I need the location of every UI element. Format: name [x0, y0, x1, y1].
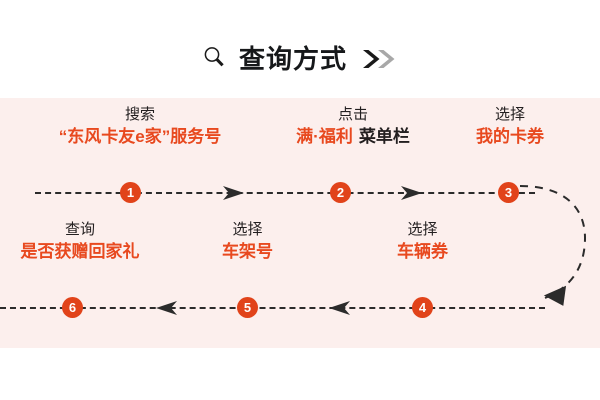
- step-badge-6[interactable]: 6: [62, 297, 83, 318]
- step-1-main: “东风卡友e家”服务号: [58, 126, 222, 146]
- step-4-label: 选择 车辆券: [350, 221, 495, 262]
- flow-panel: [0, 98, 600, 348]
- step-badge-1[interactable]: 1: [120, 182, 141, 203]
- row-1-arrow-2-icon: [400, 183, 426, 208]
- page-title-text: 查询方式: [238, 44, 347, 74]
- row-1-arrow-1-icon: [222, 183, 248, 208]
- step-1-label: 搜索 “东风卡友e家”服务号: [20, 106, 260, 147]
- page-title: 查询方式: [0, 36, 600, 82]
- step-3-main: 我的卡券: [476, 126, 544, 146]
- step-3-label: 选择 我的卡券: [435, 106, 585, 147]
- flow-row-1: 搜索 “东风卡友e家”服务号 点击 满·福利菜单栏 选择 我的卡券 1 2 3: [0, 104, 600, 214]
- step-2-main: 满·福利菜单栏: [296, 126, 410, 146]
- magnifier-icon: [201, 44, 227, 75]
- flow-row-2: 查询 是否获赠回家礼 选择 车架号 选择 车辆券 6 5 4: [0, 219, 600, 329]
- step-6-label: 查询 是否获赠回家礼: [0, 221, 170, 262]
- row-1-connector: [35, 192, 535, 196]
- step-badge-4[interactable]: 4: [412, 297, 433, 318]
- row-2-arrow-2-icon: [325, 298, 351, 323]
- step-5-label: 选择 车架号: [175, 221, 320, 262]
- row-2-arrow-1-icon: [152, 298, 178, 323]
- step-badge-3[interactable]: 3: [498, 182, 519, 203]
- step-6-main: 是否获赠回家礼: [20, 241, 140, 261]
- step-5-main: 车架号: [222, 241, 273, 261]
- step-badge-2[interactable]: 2: [330, 182, 351, 203]
- step-badge-5[interactable]: 5: [237, 297, 258, 318]
- step-4-main: 车辆券: [397, 241, 448, 261]
- double-chevron-right-icon: [359, 45, 399, 73]
- step-2-label: 点击 满·福利菜单栏: [258, 106, 448, 147]
- row-2-connector: [0, 307, 545, 311]
